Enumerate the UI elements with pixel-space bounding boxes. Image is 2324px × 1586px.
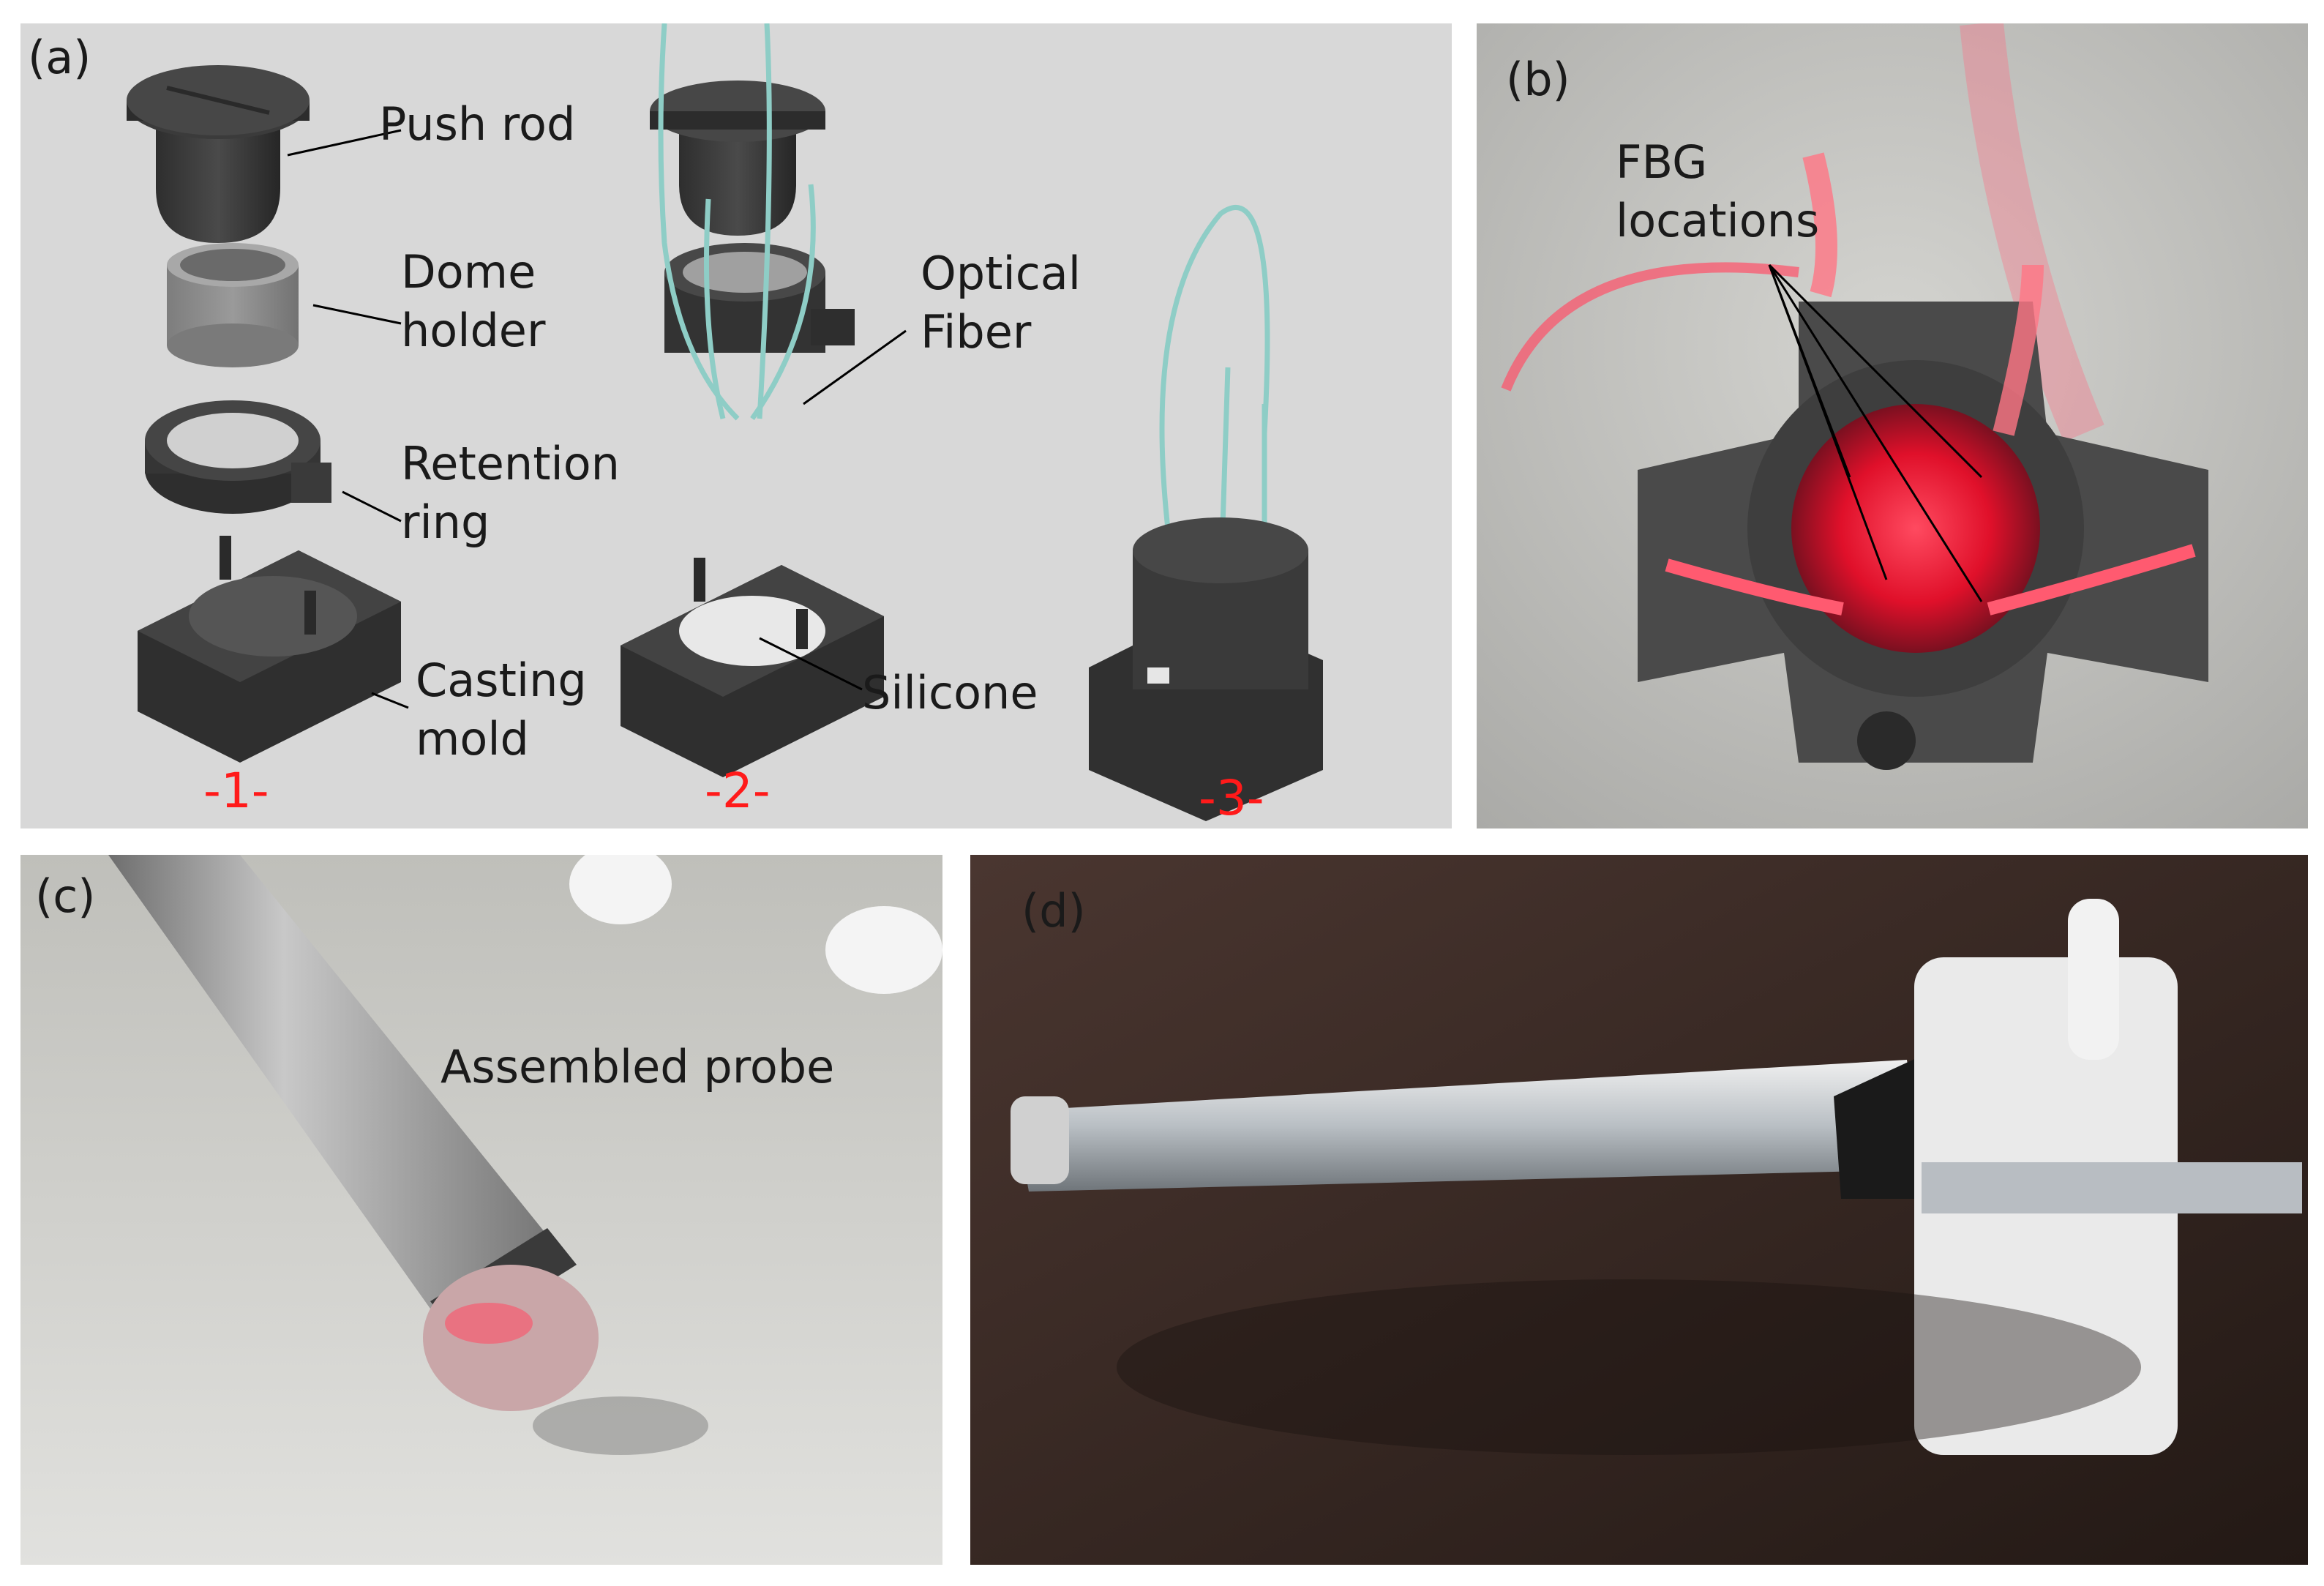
fbg-arrows: [1768, 263, 1983, 602]
casting-label: Casting: [416, 654, 587, 707]
panel-a: (a) Push rod Dome holder Retention ring …: [20, 23, 1452, 828]
dome-holder-part: [167, 243, 299, 367]
mold-label: mold: [416, 712, 529, 766]
ring-label: ring: [401, 495, 490, 549]
step-2-stack: [650, 23, 855, 421]
panel-c-label: (c): [35, 869, 96, 923]
step-1-label: -1-: [203, 763, 269, 819]
assembled-probe-label: Assembled probe: [441, 1040, 835, 1093]
panel-d-label: (d): [1022, 884, 1086, 938]
dome-label: Dome: [401, 245, 536, 299]
panel-d-photo: [970, 855, 2308, 1565]
panel-a-illustration: [127, 23, 1323, 821]
panel-b: (b) FBG locations: [1477, 23, 2308, 828]
panel-a-arrows: [287, 129, 907, 709]
holder-label: holder: [401, 304, 546, 357]
locations-label: locations: [1616, 194, 1820, 247]
step-3-assembly: [1089, 204, 1323, 821]
optical-label: Optical: [921, 247, 1081, 300]
fiber-label: Fiber: [921, 305, 1032, 359]
panel-c: (c) Assembled probe: [20, 855, 942, 1565]
panel-a-label: (a): [28, 31, 91, 84]
step-3-label: -3-: [1199, 770, 1264, 826]
push-rod-label: Push rod: [379, 97, 576, 151]
panel-b-label: (b): [1506, 53, 1570, 106]
panel-d: (d): [970, 855, 2308, 1565]
retention-label: Retention: [401, 437, 620, 490]
panel-c-photo: [20, 855, 942, 1565]
silicone-label: Silicone: [862, 666, 1038, 719]
step-2-label: -2-: [705, 763, 771, 819]
retention-ring-part: [145, 400, 331, 514]
silicone-mold-part: [621, 558, 884, 777]
panel-b-photo: [1477, 23, 2308, 828]
casting-mold-part: [138, 536, 401, 763]
push-rod-part: [127, 65, 310, 243]
fbg-label: FBG: [1616, 135, 1708, 189]
